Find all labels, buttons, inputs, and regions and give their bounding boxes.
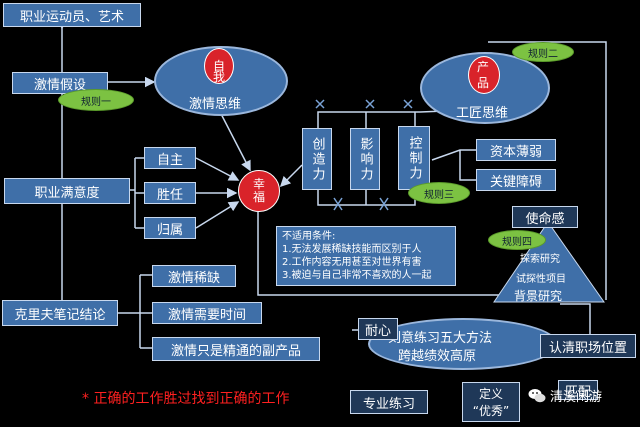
influence-box: 影响力	[350, 128, 380, 190]
pyramid-level-3: 背景研究	[514, 289, 563, 303]
patience-box: 耐心	[358, 318, 398, 340]
creativity-box: 创造力	[302, 128, 332, 190]
note-title: 不适用条件:	[282, 231, 336, 242]
newport-conclusion-box: 克里夫笔记结论	[2, 300, 118, 326]
deliberate-practice-label-2: 跨越绩效高原	[398, 349, 477, 364]
capital-weak-box: 资本薄弱	[476, 139, 556, 161]
product-circle	[468, 56, 500, 94]
rule1-badge: 规则一	[58, 89, 134, 111]
product-char-2: 品	[477, 76, 490, 90]
product-char-1: 产	[477, 60, 490, 74]
self-circle: 自	[204, 48, 234, 84]
passion-byproduct-box: 激情只是精通的副产品	[152, 337, 320, 361]
define-excellent-box: 定义 “优秀”	[462, 382, 520, 422]
wechat-icon	[528, 388, 546, 404]
pyramid-level-1: 探索研究	[520, 254, 560, 265]
happiness-char-1: 幸	[252, 177, 265, 191]
self-char-1: 自	[212, 58, 225, 73]
slogan-text: * 正确的工作胜过找到正确的工作	[82, 391, 290, 407]
passion-mindset-label: 激情思维	[189, 97, 242, 112]
note-item: 1.无法发展稀缺技能而区别于人	[282, 244, 422, 255]
note-item: 3.被迫与自己非常不喜欢的人一起	[282, 270, 432, 281]
happiness-char-2: 福	[252, 190, 265, 204]
control-box: 控制力	[398, 126, 430, 190]
match-box: 匹配	[558, 380, 598, 400]
define-excellent-line-1: 定义	[478, 387, 503, 401]
craftsman-mindset-label: 工匠思维	[456, 106, 509, 121]
career-athlete-art-box: 职业运动员、艺术	[3, 3, 141, 27]
passion-needs-time-box: 激情需要时间	[152, 302, 262, 324]
mission-box: 使命感	[512, 206, 578, 228]
note-item: 2.工作内容无用甚至对世界有害	[282, 257, 422, 268]
watermark-text: 清溪闲游	[550, 390, 603, 405]
belonging-box: 归属	[144, 217, 196, 239]
not-applicable-note: 不适用条件: 1.无法发展稀缺技能而区别于人 2.工作内容无用甚至对世界有害 3…	[276, 226, 456, 286]
rule4-badge: 规则四	[488, 230, 546, 250]
deliberate-practice-box: 专业练习	[350, 390, 428, 414]
pyramid-level-2: 试探性项目	[516, 274, 566, 285]
autonomy-box: 自主	[144, 147, 196, 169]
self-char-2: 我	[213, 70, 226, 84]
understand-position-box: 认清职场位置	[540, 334, 636, 358]
deliberate-practice-label-1: 刻意练习五大方法	[388, 331, 493, 346]
happiness-circle: 幸 福	[238, 170, 280, 212]
key-obstacle-box: 关键障碍	[476, 169, 556, 191]
rule2-badge: 规则二	[512, 42, 574, 62]
passion-scarce-box: 激情稀缺	[152, 265, 236, 287]
job-satisfaction-box: 职业满意度	[4, 178, 130, 204]
define-excellent-line-2: “优秀”	[472, 404, 510, 418]
pyramid-shape	[493, 221, 605, 303]
watermark: 清溪闲游	[528, 386, 602, 405]
competence-box: 胜任	[144, 182, 196, 204]
rule3-badge: 规则三	[408, 182, 470, 204]
